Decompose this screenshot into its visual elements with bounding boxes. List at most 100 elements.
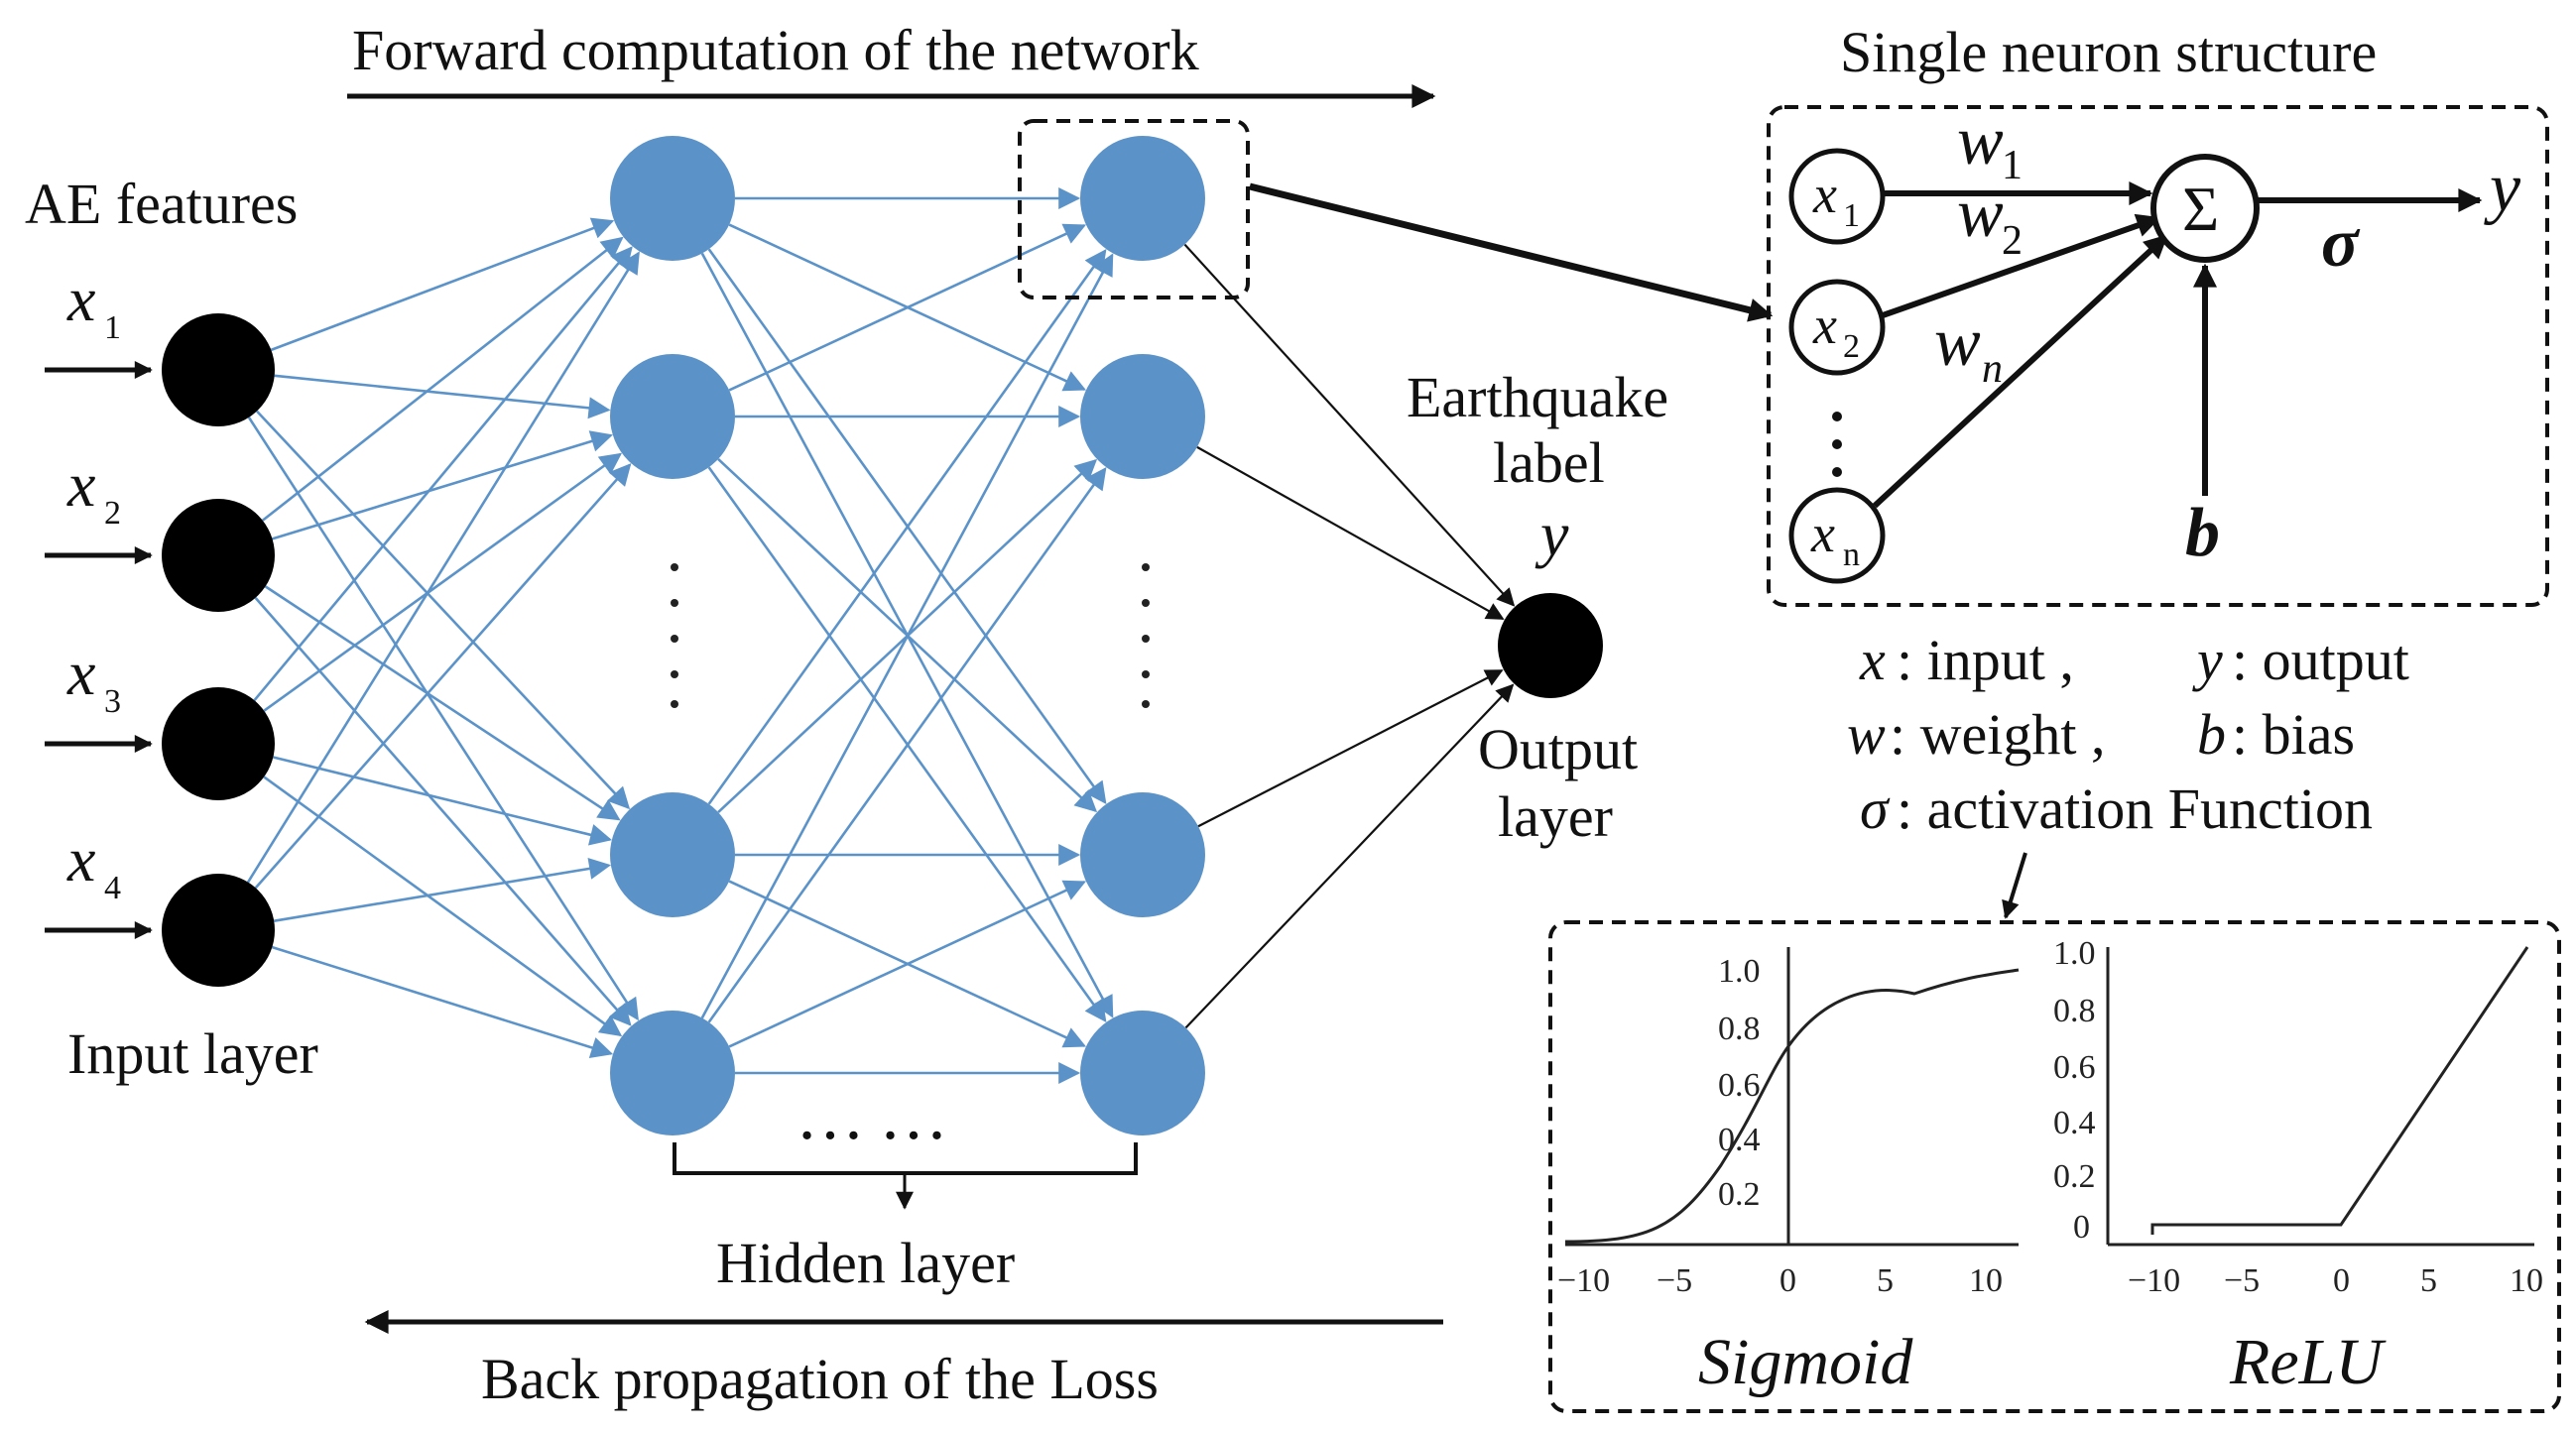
input-nodes xyxy=(162,313,275,987)
edge-h1n4-h2n3 xyxy=(728,880,1087,1048)
edge-in4-h1n3 xyxy=(274,858,612,922)
svg-text:y: y xyxy=(2192,628,2223,692)
neuron-panel-box xyxy=(1767,105,2549,607)
input-to-hidden1-edges xyxy=(246,217,640,1059)
feature-label-sub-1: 1 xyxy=(104,309,121,346)
relu-ytick-0.2: 0.2 xyxy=(2053,1158,2096,1195)
output-node xyxy=(1498,593,1603,698)
output-heading-line1: Earthquake xyxy=(1407,365,1668,429)
svg-text:σ: σ xyxy=(1860,776,1891,841)
edge-in3-h1n3 xyxy=(273,756,612,846)
edge-in3-h1n2 xyxy=(263,452,623,712)
neuron-input-xn: x n xyxy=(1788,487,1886,584)
relu-xtick-0: 0 xyxy=(2333,1262,2350,1299)
edge-in4-h1n2 xyxy=(254,463,632,890)
svg-text:w: w xyxy=(1957,176,2004,252)
sigmoid-ytick-0.6: 0.6 xyxy=(1718,1067,1761,1104)
input-node-2 xyxy=(162,499,275,612)
neuron-weight-label-n: w n xyxy=(1934,304,2003,392)
svg-text:b: b xyxy=(2197,702,2226,767)
hidden2-node-2 xyxy=(1080,354,1205,479)
svg-text:w: w xyxy=(1934,304,1981,381)
edge-h2n1-output xyxy=(1183,243,1516,607)
edge-in3-h1n1 xyxy=(253,246,633,702)
relu-xtick--5: −5 xyxy=(2224,1262,2260,1299)
highlighted-neuron-box xyxy=(1018,119,1250,299)
forward-title: Forward computation of the network xyxy=(352,18,1199,82)
hidden1-to-hidden2-edges xyxy=(700,187,1114,1084)
feature-label-x1: x xyxy=(66,264,95,334)
svg-text:: activation Function: : activation Function xyxy=(1897,776,2373,841)
edge-h2n4-output xyxy=(1184,683,1515,1029)
relu-xtick-5: 5 xyxy=(2420,1262,2437,1299)
sigmoid-xtick--10: −10 xyxy=(1557,1262,1610,1299)
sigmoid-xtick-10: 10 xyxy=(1969,1262,2003,1299)
edge-in2-h1n1 xyxy=(262,236,624,522)
legend-line-1: x : input , y : output xyxy=(1859,628,2409,692)
relu-ytick-0.4: 0.4 xyxy=(2053,1105,2096,1141)
relu-curve xyxy=(2150,946,2529,1235)
input-node-4 xyxy=(162,874,275,987)
output-label-line1: Output xyxy=(1478,717,1638,781)
hidden1-vertical-ellipsis xyxy=(671,563,678,708)
feature-label-sub-4: 4 xyxy=(104,870,121,906)
hidden1-node-3 xyxy=(610,792,735,917)
legend-line-3: σ : activation Function xyxy=(1860,776,2373,841)
feature-label-sub-2: 2 xyxy=(104,495,121,532)
hidden2-node-1 xyxy=(1080,136,1205,261)
neuron-weight-line-2 xyxy=(1882,213,2161,318)
neuron-input-x1: x 1 xyxy=(1788,148,1886,245)
svg-text:n: n xyxy=(1982,346,2003,392)
hidden2-nodes xyxy=(1080,136,1205,1135)
edge-h2n2-output xyxy=(1196,445,1505,621)
edge-in4-h1n4 xyxy=(271,945,614,1059)
edge-h1n3-h2n1 xyxy=(707,249,1107,805)
sigmoid-ytick-0.4: 0.4 xyxy=(1718,1122,1761,1158)
relu-ytick-0: 0 xyxy=(2073,1209,2090,1246)
feature-label-x3: x xyxy=(66,638,95,708)
edge-h1n4-h2n2 xyxy=(707,467,1107,1023)
input-node-1 xyxy=(162,313,275,426)
svg-text:: weight ,: : weight , xyxy=(1890,702,2105,767)
edge-in3-h1n4 xyxy=(263,776,623,1037)
legend-to-plots-arrow xyxy=(2002,852,2027,919)
hidden1-node-1 xyxy=(610,136,735,261)
sigmoid-plot: 1.0 0.8 0.6 0.4 0.2 −10 −5 0 5 10 Sigmoi… xyxy=(1557,947,2020,1398)
hidden1-nodes xyxy=(610,136,735,1135)
hidden2-vertical-ellipsis xyxy=(1142,563,1150,708)
feature-label-x2: x xyxy=(66,449,95,520)
sigmoid-xtick--5: −5 xyxy=(1656,1262,1692,1299)
hidden1-node-4 xyxy=(610,1011,735,1135)
edge-h2n3-output xyxy=(1197,669,1504,828)
output-heading-line2: label xyxy=(1493,430,1605,495)
relu-plot: 1.0 0.8 0.6 0.4 0.2 0 −10 −5 0 5 10 ReLU xyxy=(2053,935,2543,1398)
svg-text:: input ,: : input , xyxy=(1897,628,2074,692)
relu-xtick--10: −10 xyxy=(2128,1262,2180,1299)
input-layer-label: Input layer xyxy=(67,1021,318,1086)
neuron-output-var: y xyxy=(2484,150,2521,226)
svg-text:: output: : output xyxy=(2232,628,2409,692)
sigmoid-xtick-0: 0 xyxy=(1779,1262,1796,1299)
edge-in2-h1n3 xyxy=(264,585,621,821)
edge-in1-h1n1 xyxy=(270,217,615,352)
svg-text:n: n xyxy=(1843,537,1860,573)
relu-xtick-10: 10 xyxy=(2510,1262,2543,1299)
relu-title: ReLU xyxy=(2229,1326,2387,1398)
svg-text:1: 1 xyxy=(2002,143,2023,188)
sigmoid-ytick-1.0: 1.0 xyxy=(1718,953,1761,990)
neuron-weight-line-n xyxy=(1872,233,2169,509)
svg-text:x: x xyxy=(1812,296,1837,355)
input-node-3 xyxy=(162,687,275,800)
relu-ytick-0.8: 0.8 xyxy=(2053,993,2096,1029)
neuron-zoom-arrow xyxy=(1249,182,1774,322)
edge-h1n4-h2n1 xyxy=(700,253,1114,1019)
svg-text:x: x xyxy=(1810,504,1835,563)
feature-label-sub-3: 3 xyxy=(104,683,121,720)
legend-line-2: w : weight , b : bias xyxy=(1847,702,2355,767)
edge-in1-h1n4 xyxy=(247,417,639,1021)
sigmoid-curve xyxy=(1564,968,2020,1244)
activation-plots-box xyxy=(1548,920,2561,1413)
edge-in4-h1n1 xyxy=(246,251,640,884)
